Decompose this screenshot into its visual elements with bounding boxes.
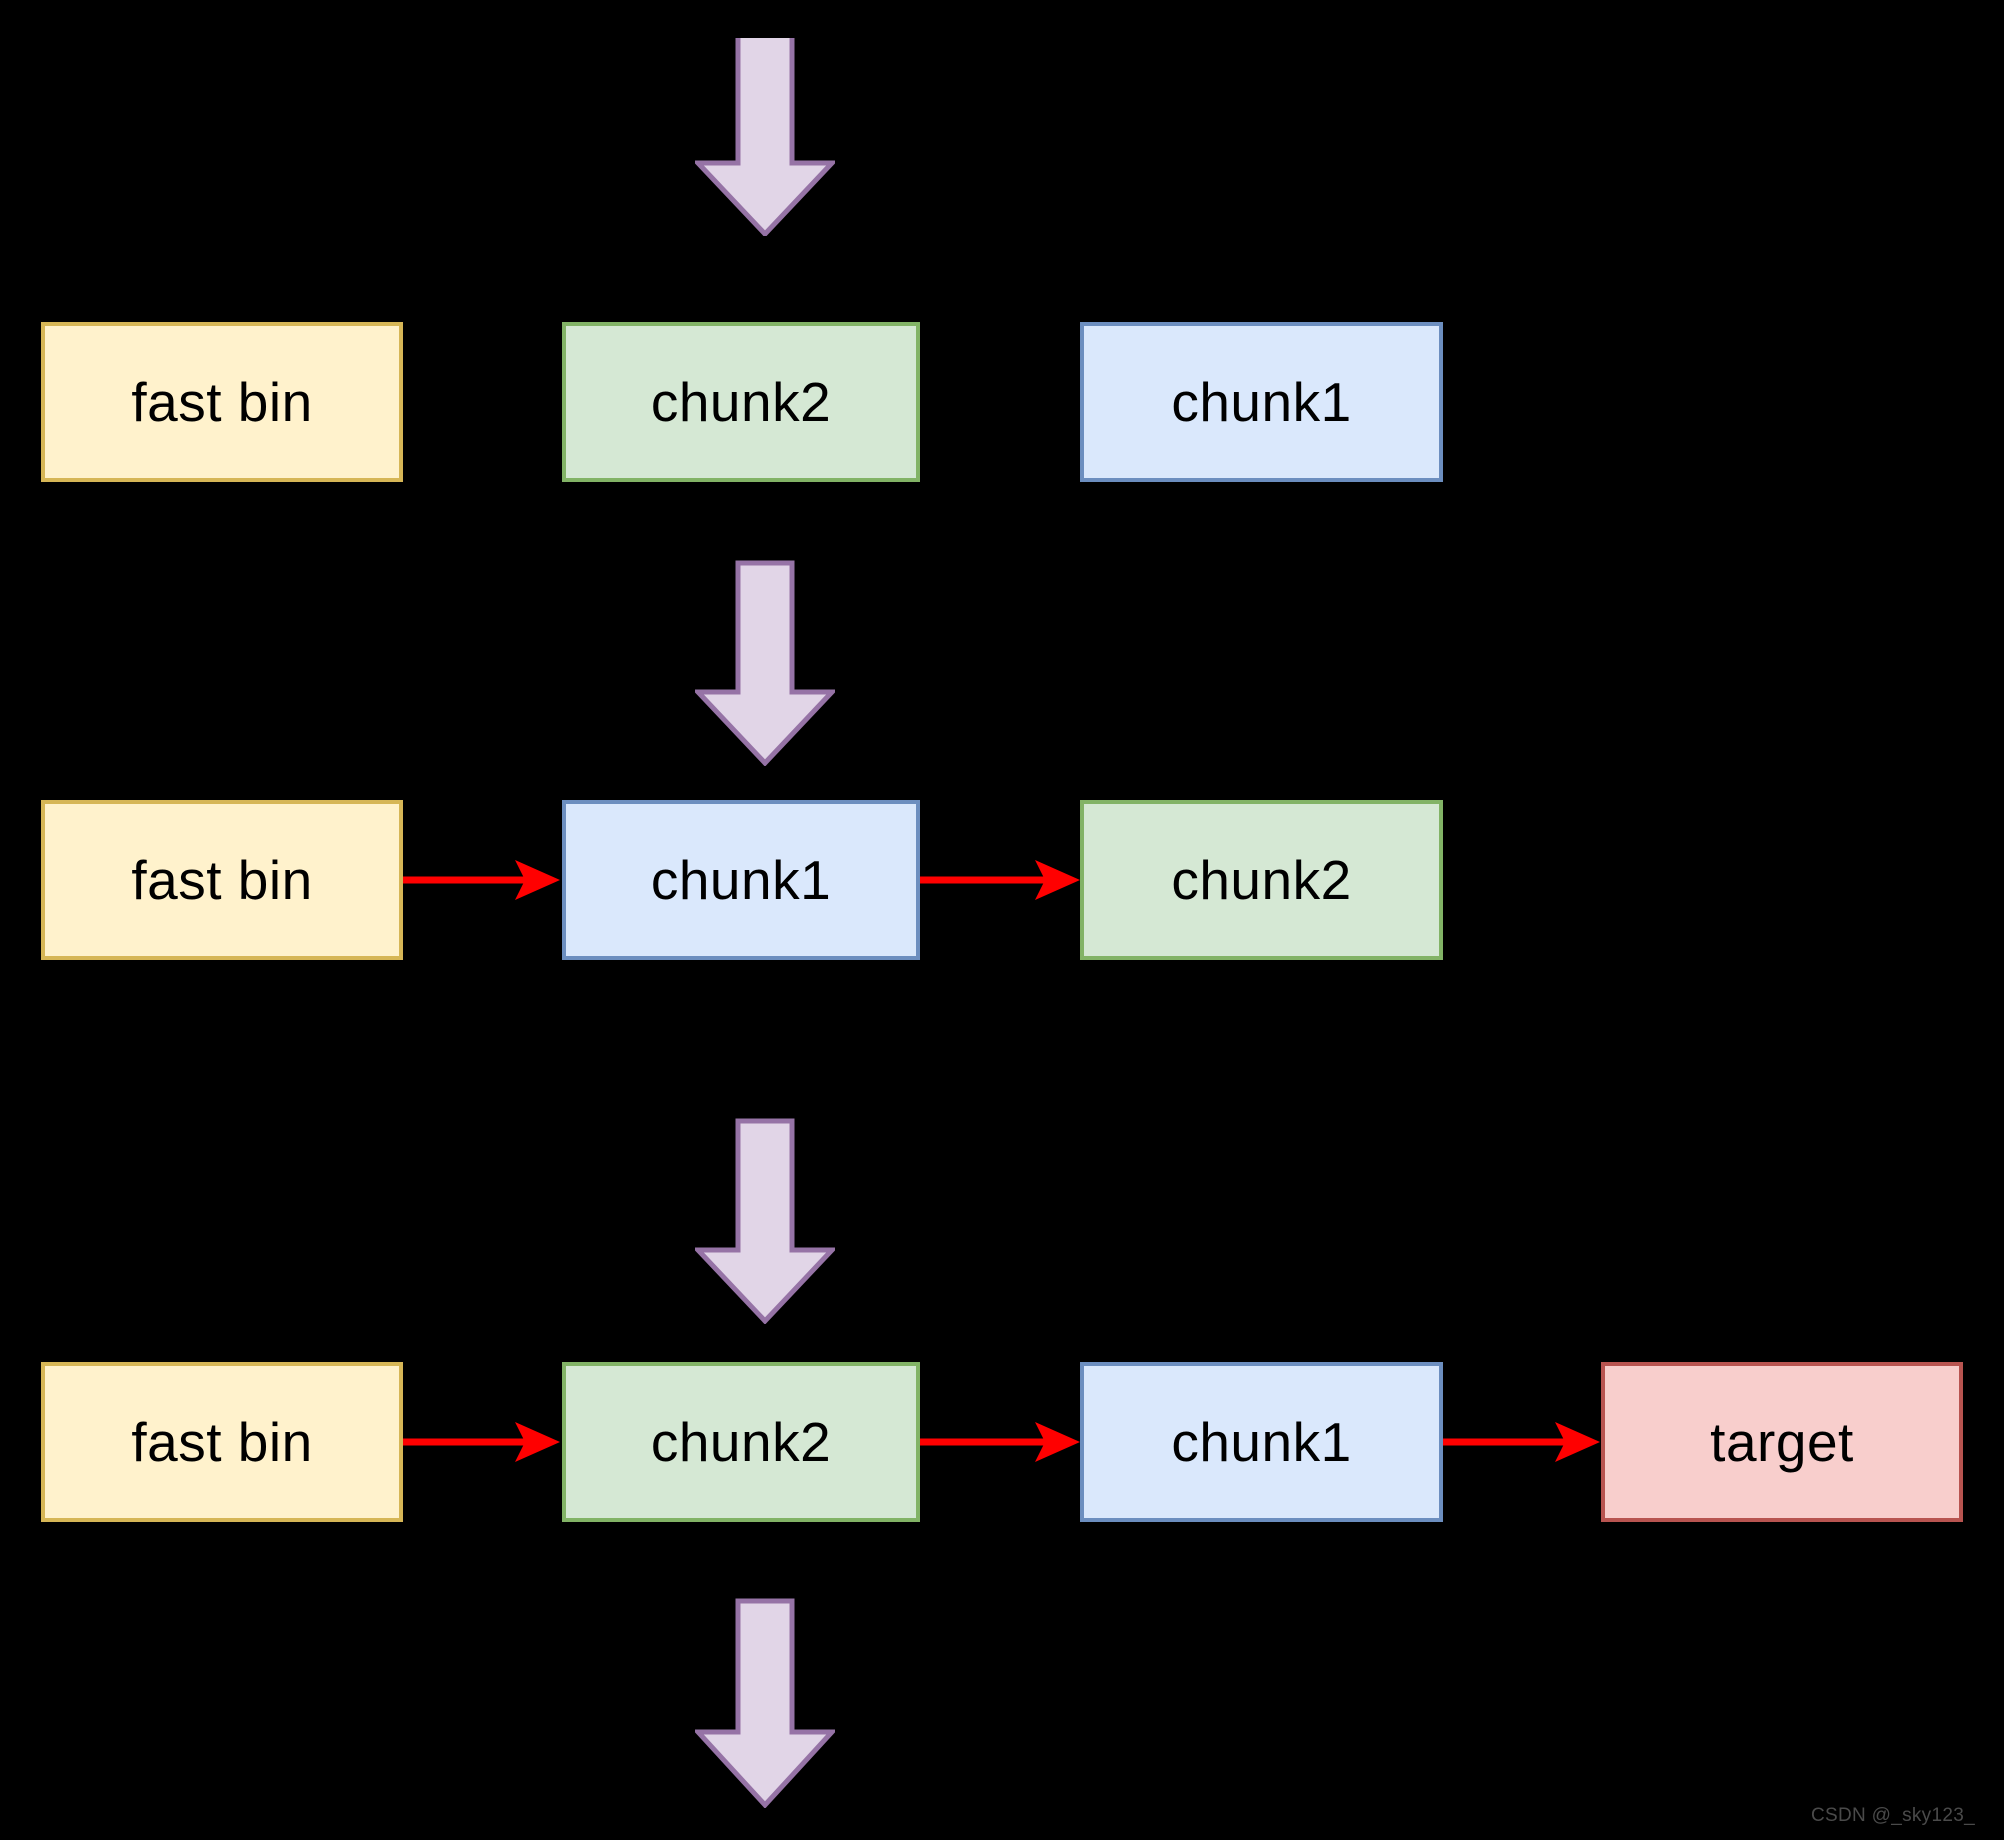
node-label: chunk1 xyxy=(650,848,832,911)
link-arrow-fastbin-to-chunk2-row3 xyxy=(403,1418,562,1466)
node-label: chunk1 xyxy=(1171,370,1352,433)
flow-arrow-row2-to-row3 xyxy=(695,1118,835,1324)
node-chunk1-row3[interactable]: chunk1 xyxy=(1080,1362,1443,1522)
watermark: CSDN @_sky123_ xyxy=(1811,1805,1975,1826)
flow-arrow-row1-to-row2 xyxy=(695,560,835,766)
node-label: fast bin xyxy=(131,1410,313,1473)
node-fast-bin-row1[interactable]: fast bin xyxy=(41,322,403,482)
link-arrow-chunk2-to-chunk1-row3 xyxy=(920,1418,1082,1466)
link-arrow-chunk1-to-chunk2-row2 xyxy=(920,856,1082,904)
node-chunk2-row1[interactable]: chunk2 xyxy=(562,322,920,482)
node-label: chunk2 xyxy=(650,370,832,433)
node-fast-bin-row2[interactable]: fast bin xyxy=(41,800,403,960)
link-arrow-chunk1-to-target-row3 xyxy=(1443,1418,1602,1466)
node-label: fast bin xyxy=(131,848,313,911)
node-label: chunk2 xyxy=(1171,848,1352,911)
node-label: chunk2 xyxy=(650,1410,832,1473)
node-chunk2-row3[interactable]: chunk2 xyxy=(562,1362,920,1522)
flow-arrow-top xyxy=(695,38,835,236)
node-chunk1-row1[interactable]: chunk1 xyxy=(1080,322,1443,482)
node-target-row3[interactable]: target xyxy=(1601,1362,1963,1522)
node-label: chunk1 xyxy=(1171,1410,1352,1473)
node-chunk2-row2[interactable]: chunk2 xyxy=(1080,800,1443,960)
node-fast-bin-row3[interactable]: fast bin xyxy=(41,1362,403,1522)
node-label: fast bin xyxy=(131,370,313,433)
link-arrow-fastbin-to-chunk1-row2 xyxy=(403,856,562,904)
node-chunk1-row2[interactable]: chunk1 xyxy=(562,800,920,960)
flow-arrow-bottom xyxy=(695,1598,835,1808)
node-label: target xyxy=(1710,1410,1854,1473)
